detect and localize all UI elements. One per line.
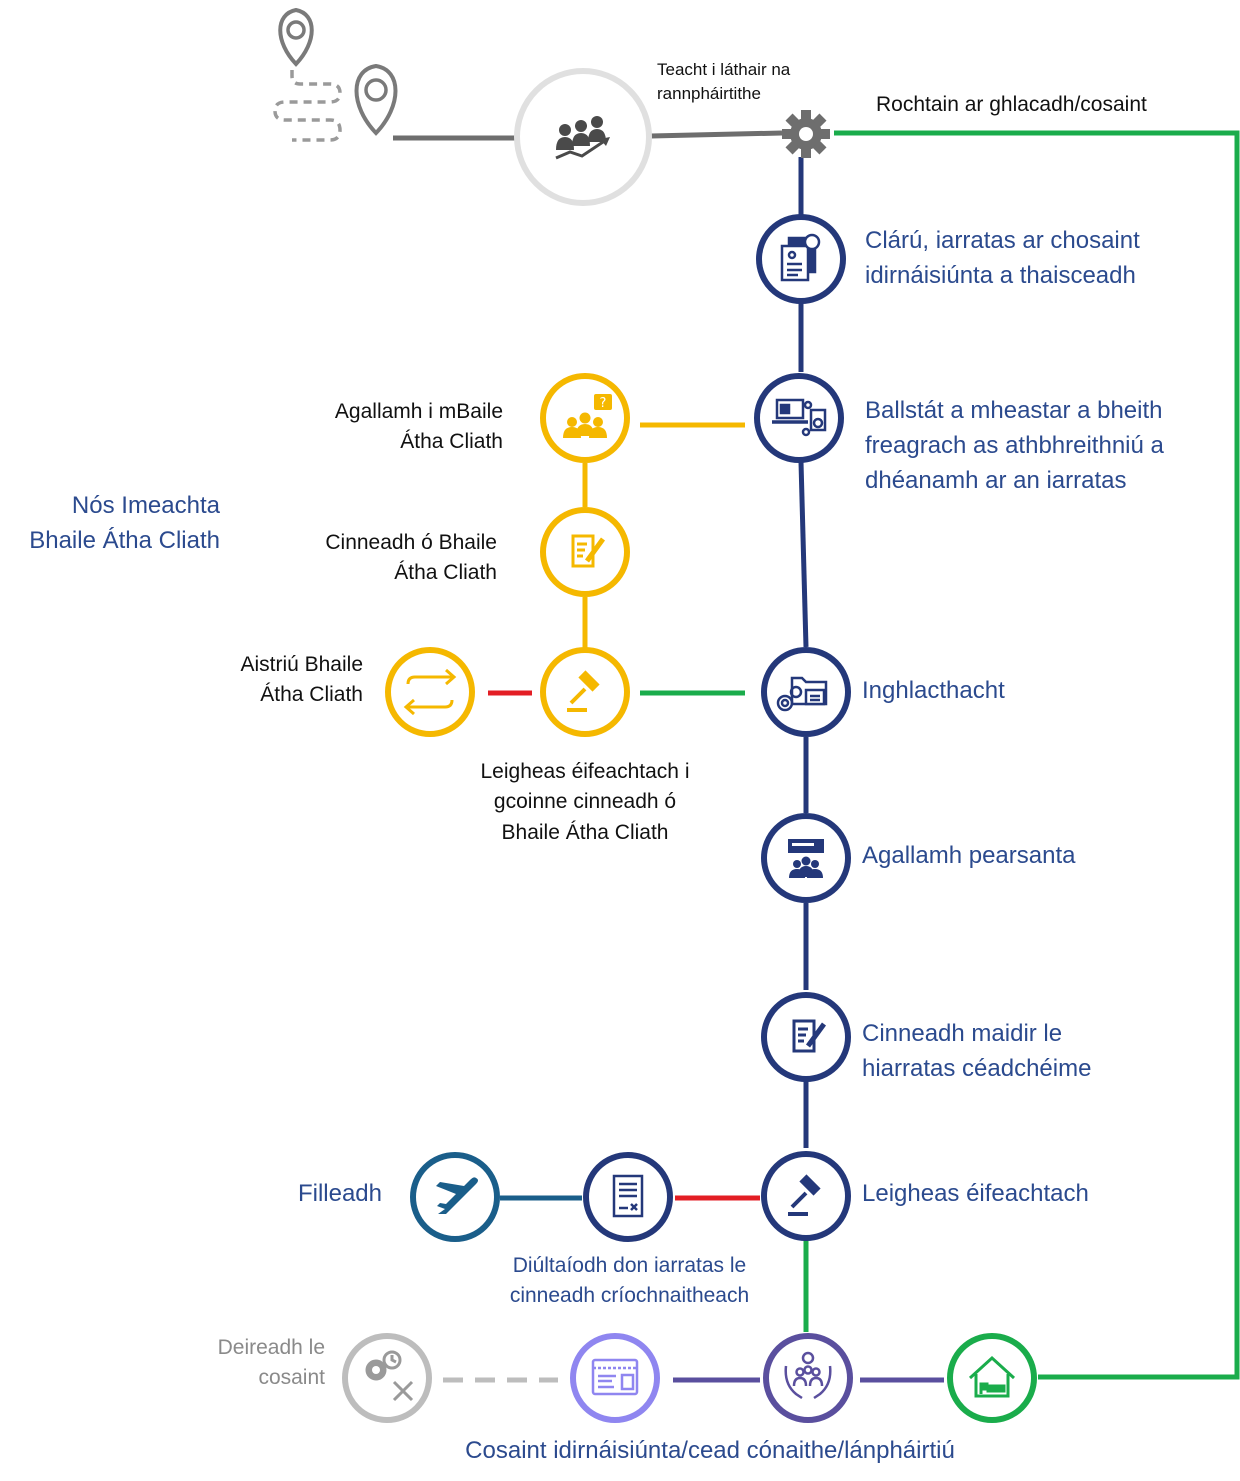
return-node: [410, 1152, 500, 1242]
member-state-label: Ballstát a mheastar a bheith freagrach a…: [865, 397, 1164, 494]
personal-interview-node: [761, 813, 851, 903]
effective-remedy-node: [761, 1151, 851, 1241]
effective-remedy-label: Leigheas éifeachtach: [862, 1180, 1089, 1207]
folder-gear-icon: [776, 676, 828, 712]
connector-main-3: [798, 461, 809, 648]
dublin-decision-node: [540, 507, 630, 597]
connector-arrival-access: [650, 130, 783, 139]
protection-outcome-label: Cosaint idirnáisiúnta/cead cónaithe/lánp…: [465, 1437, 955, 1464]
connector-access-housing: [834, 130, 1240, 1380]
dublin-decision-label: Cinneadh ó Bhaile Átha Cliath: [325, 531, 497, 585]
gear-clock-cross-icon: [365, 1350, 414, 1402]
rejected-label: Diúltaíodh don iarratas le cinneadh crío…: [509, 1254, 750, 1308]
arrival-node: [514, 68, 652, 206]
id-card-icon: [591, 1358, 639, 1396]
end-protection-label: Deireadh le cosaint: [217, 1336, 325, 1390]
gear-icon: [782, 110, 830, 158]
access-label: Rochtain ar ghlacadh/cosaint: [876, 93, 1147, 116]
first-instance-decision-node: [761, 992, 851, 1082]
transfer-arrows-icon: [403, 668, 457, 716]
presentation-group-icon: [788, 839, 824, 878]
residence-card-node: [570, 1333, 660, 1423]
gavel-icon: [567, 670, 600, 712]
svg-text:?: ?: [600, 396, 607, 411]
house-bed-icon: [968, 1355, 1016, 1398]
dublin-remedy-node: [540, 647, 630, 737]
dublin-procedure-label: Nós Imeachta Bhaile Átha Cliath: [29, 492, 220, 554]
laptop-documents-icon: [772, 398, 827, 437]
housing-node: [947, 1333, 1037, 1423]
arrival-label: Teacht i láthair na rannpháirtithe: [657, 60, 791, 103]
group-growth-icon: [555, 116, 610, 160]
return-label: Filleadh: [297, 1180, 382, 1207]
hands-people-icon: [784, 1351, 832, 1400]
map-pin-route-icon: [273, 7, 398, 142]
interview-question-icon: ?: [563, 394, 612, 438]
document-edit-icon: [571, 534, 606, 568]
dublin-interview-node: ?: [540, 373, 630, 463]
dublin-transfer-label: Aistriú Bhaile Átha Cliath: [240, 653, 363, 707]
registration-label: Clárú, iarratas ar chosaint idirnáisiúnt…: [865, 227, 1140, 289]
dublin-interview-label: Agallamh i mBaile Átha Cliath: [334, 400, 503, 454]
airplane-icon: [436, 1177, 478, 1214]
connector-lines: [393, 130, 1240, 1383]
admissibility-label: Inghlacthacht: [862, 677, 1005, 704]
first-instance-decision-label: Cinneadh maidir le hiarratas céadchéime: [862, 1020, 1092, 1082]
personal-interview-label: Agallamh pearsanta: [862, 842, 1076, 869]
rejected-node: [583, 1152, 673, 1242]
end-protection-node: [342, 1333, 432, 1423]
document-fingerprint-icon: [780, 233, 821, 282]
document-edit-icon: [792, 1019, 827, 1053]
dublin-remedy-label: Leigheas éifeachtach i gcoinne cinneadh …: [480, 760, 690, 844]
document-rejected-icon: [612, 1174, 644, 1218]
member-state-node: [754, 373, 844, 463]
admissibility-node: [761, 647, 851, 737]
dublin-transfer-node: [385, 647, 475, 737]
registration-node: [756, 214, 846, 304]
gavel-icon: [788, 1174, 821, 1216]
protection-node: [763, 1333, 853, 1423]
